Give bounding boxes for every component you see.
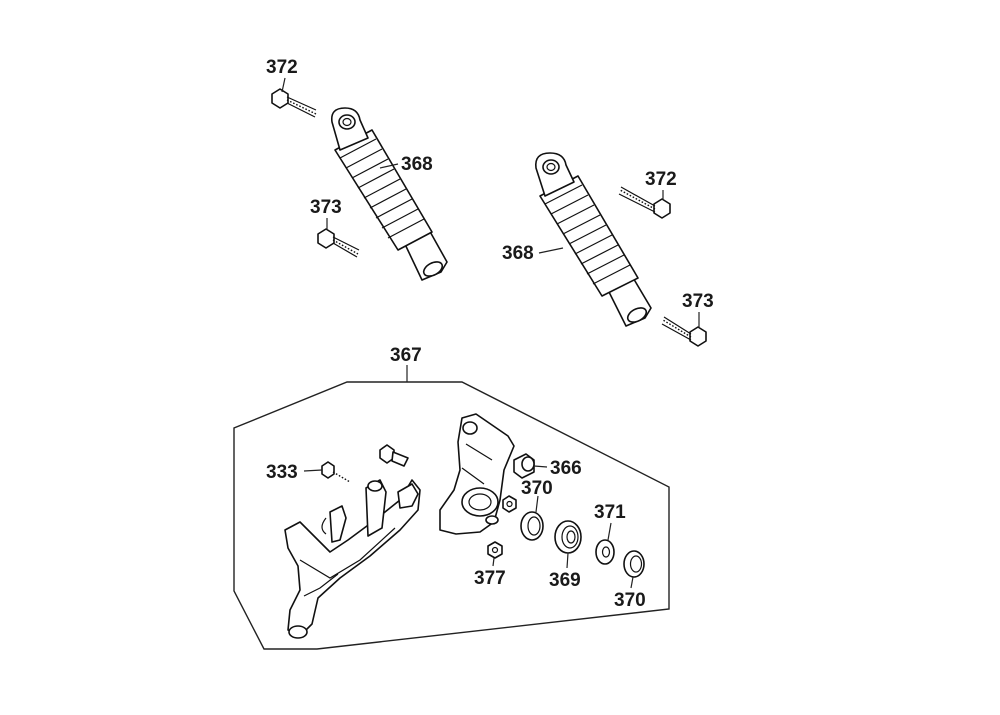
callout-367: 367 — [390, 345, 422, 366]
callout-377: 377 — [474, 568, 506, 589]
shock-absorber-left — [330, 107, 448, 281]
callout-366: 366 — [550, 458, 582, 479]
callout-368-left: 368 — [401, 154, 433, 175]
callout-370-upper: 370 — [521, 478, 553, 499]
bearing-369 — [554, 520, 582, 554]
callout-373-right: 373 — [682, 291, 714, 312]
callout-373-left: 373 — [310, 197, 342, 218]
seal-370-lower — [623, 550, 645, 578]
callout-372-left: 372 — [266, 57, 298, 78]
bolt-333-long — [379, 444, 409, 467]
callout-333: 333 — [266, 462, 298, 483]
nut-377-bottom — [487, 541, 503, 559]
bushing-366 — [513, 453, 535, 479]
shock-absorber-right — [534, 152, 652, 327]
caliper-bracket — [439, 413, 515, 535]
bolt-373-right — [661, 316, 707, 347]
group-frame-367 — [233, 381, 670, 650]
callout-370-lower: 370 — [614, 590, 646, 611]
callout-369: 369 — [549, 570, 581, 591]
leader-lines — [281, 77, 700, 589]
callout-368-right: 368 — [502, 243, 534, 264]
callout-372-right: 372 — [645, 169, 677, 190]
nut-377-top — [502, 495, 517, 513]
washer-371 — [595, 539, 615, 565]
seal-370-upper — [520, 511, 544, 541]
bolt-333-short — [321, 461, 351, 483]
swing-arm-bracket — [284, 479, 421, 639]
bolt-372-right — [618, 186, 671, 219]
bolt-373-left — [317, 228, 360, 258]
bolt-372-left — [271, 88, 317, 118]
callout-371: 371 — [594, 502, 626, 523]
